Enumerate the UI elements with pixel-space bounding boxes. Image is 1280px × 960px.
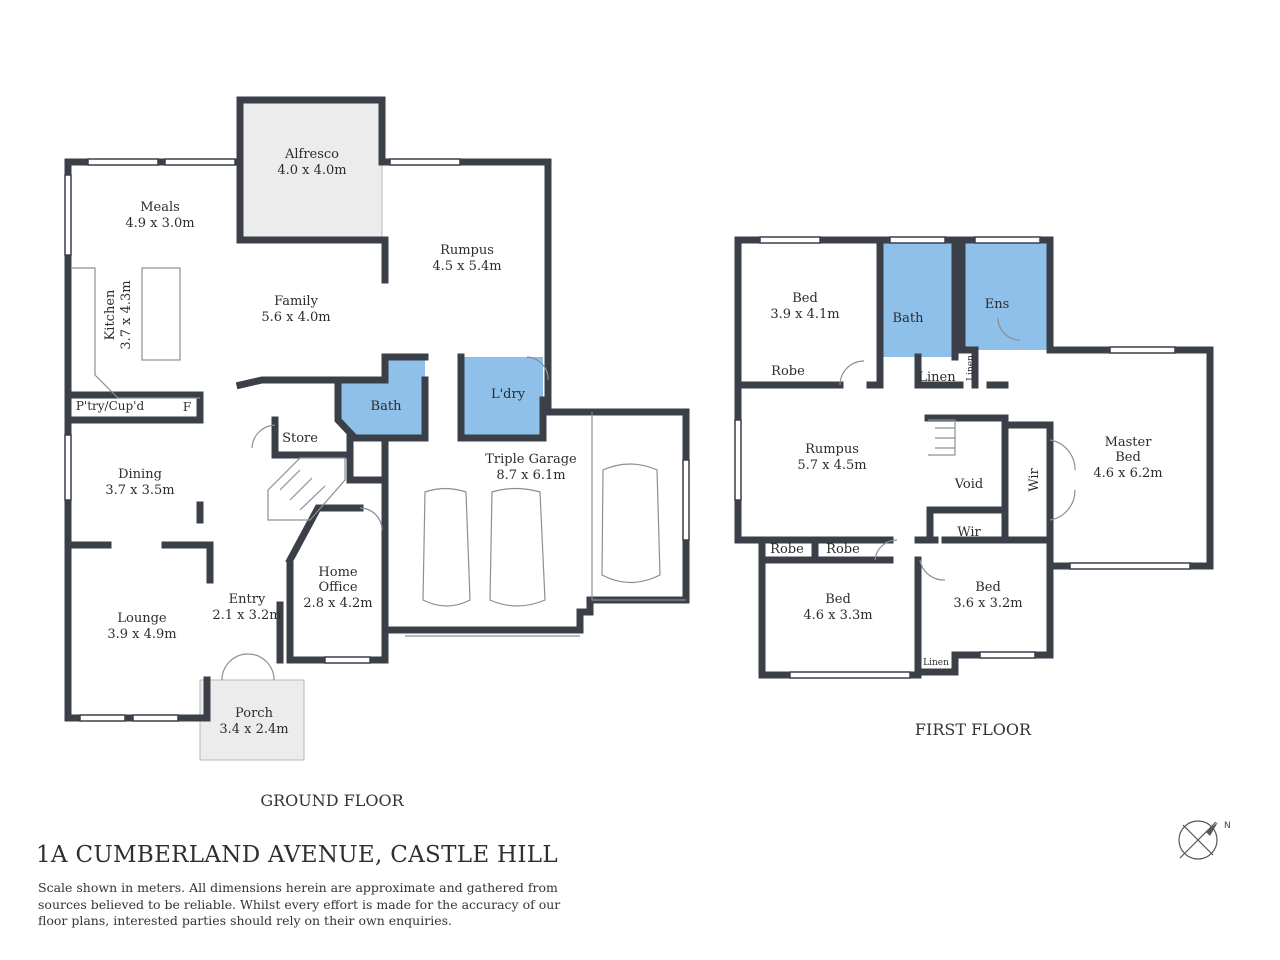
office-name: Home bbox=[318, 565, 357, 580]
robe1-label: Robe bbox=[771, 364, 805, 379]
bed3-name: Bed bbox=[975, 580, 1001, 595]
master-name-2: Bed bbox=[1115, 450, 1141, 465]
north-arrow-icon: N bbox=[1178, 820, 1231, 860]
entry-size: 2.1 x 3.2m bbox=[212, 608, 281, 623]
alfresco-area bbox=[239, 99, 383, 241]
master-name: Master bbox=[1105, 435, 1153, 450]
first-floor-label: FIRST FLOOR bbox=[915, 720, 1032, 739]
car-icon bbox=[422, 463, 661, 607]
entry-name: Entry bbox=[229, 592, 266, 607]
bed3-size: 3.6 x 3.2m bbox=[953, 596, 1022, 611]
entry-door bbox=[221, 653, 275, 681]
kitchen-bench bbox=[72, 267, 200, 399]
bed3-door bbox=[919, 559, 946, 581]
rumpus-first-name: Rumpus bbox=[805, 442, 859, 457]
ground-bath-label: Bath bbox=[371, 399, 403, 414]
fridge-label: F bbox=[183, 400, 191, 414]
laundry-door bbox=[526, 356, 549, 381]
alfresco-wall bbox=[236, 96, 389, 284]
bed-door bbox=[874, 539, 898, 561]
first-interior-walls bbox=[734, 236, 1054, 679]
linen2-label: Linen bbox=[966, 355, 976, 381]
kitchen-island bbox=[141, 267, 181, 361]
ens-label: Ens bbox=[985, 297, 1010, 312]
first-exterior-wall bbox=[734, 236, 1214, 679]
ground-bath-area bbox=[338, 357, 425, 438]
bed2-name: Bed bbox=[825, 592, 851, 607]
disclaimer-text: Scale shown in meters. All dimensions he… bbox=[38, 880, 561, 928]
rumpus-ground-name: Rumpus bbox=[440, 243, 494, 258]
pantry-label: P'try/Cup'd bbox=[76, 399, 145, 413]
ens-door bbox=[997, 317, 1021, 341]
wir-master-label: Wir bbox=[1027, 467, 1042, 491]
porch-name: Porch bbox=[235, 706, 274, 721]
garage-door bbox=[405, 412, 686, 637]
ground-interior-walls bbox=[64, 353, 547, 664]
meals-size: 4.9 x 3.0m bbox=[125, 216, 194, 231]
store-door bbox=[251, 424, 276, 449]
lounge-name: Lounge bbox=[117, 611, 167, 626]
master-door bbox=[1049, 439, 1076, 521]
kitchen-name: Kitchen bbox=[103, 289, 118, 340]
first-floor: Bed 3.9 x 4.1m Robe Bath Ens Linen Linen… bbox=[734, 236, 1214, 739]
office-size: 2.8 x 4.2m bbox=[303, 596, 372, 611]
porch-area bbox=[199, 679, 305, 761]
bed1-size: 3.9 x 4.1m bbox=[770, 307, 839, 322]
first-stairs bbox=[928, 419, 956, 456]
robe2-label: Robe bbox=[770, 542, 804, 557]
porch-size: 3.4 x 2.4m bbox=[219, 722, 288, 737]
alfresco-size: 4.0 x 4.0m bbox=[277, 163, 346, 178]
robe3-label: Robe bbox=[826, 542, 860, 557]
north-label: N bbox=[1224, 821, 1231, 831]
dining-size: 3.7 x 3.5m bbox=[105, 483, 174, 498]
lounge-size: 3.9 x 4.9m bbox=[107, 627, 176, 642]
store-label: Store bbox=[282, 431, 318, 446]
ground-floor-label: GROUND FLOOR bbox=[260, 791, 404, 810]
laundry-label: L'dry bbox=[491, 387, 526, 402]
first-windows bbox=[734, 236, 1191, 679]
linen1-label: Linen bbox=[918, 370, 956, 385]
garage-size: 8.7 x 6.1m bbox=[496, 468, 565, 483]
meals-name: Meals bbox=[140, 200, 180, 215]
ground-floor: Alfresco 4.0 x 4.0m Meals 4.9 x 3.0m Rum… bbox=[64, 96, 690, 810]
rumpus-first-size: 5.7 x 4.5m bbox=[797, 458, 866, 473]
laundry-area bbox=[461, 357, 543, 438]
property-address: 1A CUMBERLAND AVENUE, CASTLE HILL bbox=[36, 842, 558, 868]
bed1-name: Bed bbox=[792, 291, 818, 306]
garage-name: Triple Garage bbox=[485, 452, 577, 467]
ensuite-area bbox=[962, 242, 1050, 350]
kitchen-size: 3.7 x 4.3m bbox=[119, 280, 134, 349]
ground-windows bbox=[64, 158, 690, 722]
void-label: Void bbox=[954, 477, 984, 492]
master-size: 4.6 x 6.2m bbox=[1093, 466, 1162, 481]
first-bath-area bbox=[880, 242, 955, 357]
family-size: 5.6 x 4.0m bbox=[261, 310, 330, 325]
alfresco-name: Alfresco bbox=[284, 147, 339, 162]
linen3-label: Linen bbox=[923, 658, 949, 668]
office-door bbox=[359, 507, 383, 531]
family-name: Family bbox=[274, 294, 319, 309]
ground-stairs bbox=[267, 457, 346, 521]
first-bath-label: Bath bbox=[893, 311, 925, 326]
rumpus-door bbox=[839, 360, 865, 386]
dining-name: Dining bbox=[118, 467, 162, 482]
rumpus-ground-size: 4.5 x 5.4m bbox=[432, 259, 501, 274]
wir-label: Wir bbox=[957, 525, 981, 540]
bed2-size: 4.6 x 3.3m bbox=[803, 608, 872, 623]
office-name-2: Office bbox=[318, 580, 357, 595]
